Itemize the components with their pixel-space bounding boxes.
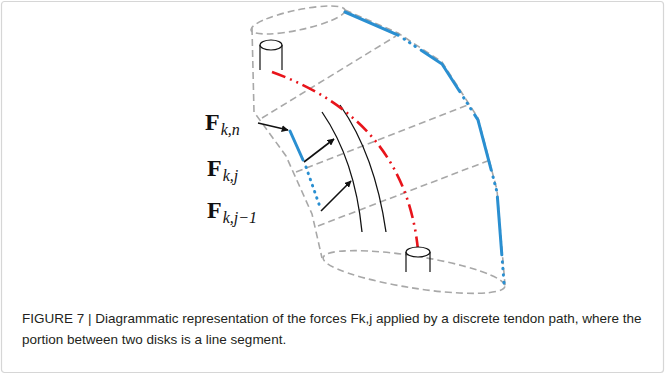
top-disk [249,0,347,40]
force-arrow [321,181,351,211]
force-symbol: F [205,110,220,134]
disk-arc [322,112,362,232]
force-arrows [258,123,351,211]
force-arrow [304,139,334,162]
force-subscript: k,n [221,122,240,138]
force-symbol: F [207,156,222,180]
cylinder-side [259,45,260,70]
force-arrow [258,123,288,130]
cylinder-top [406,247,430,257]
figure-caption: FIGURE 7 | Diagrammatic representation o… [22,308,647,350]
tube-outline [249,0,507,302]
tendon-path [290,12,504,283]
force-subscript: k,j−1 [223,210,257,226]
disk-line [296,104,470,172]
tube-outer-edge [345,10,505,285]
cylinder-side [405,252,406,272]
disk-arcs [322,105,386,232]
tube-inner-edge [252,28,322,258]
cylinder-side [429,252,430,272]
end-cylinders [260,40,430,272]
cylinder-side [281,45,282,70]
bottom-disk [321,242,508,302]
backbone-centerline [272,72,418,250]
cylinder-top [260,40,282,50]
disk-arc [340,105,386,232]
force-subscript: k,j [223,168,239,184]
force-symbol: F [207,198,222,222]
tendon-dots [306,167,320,207]
tendon-segment [290,131,303,160]
outer-tendon [345,12,504,283]
